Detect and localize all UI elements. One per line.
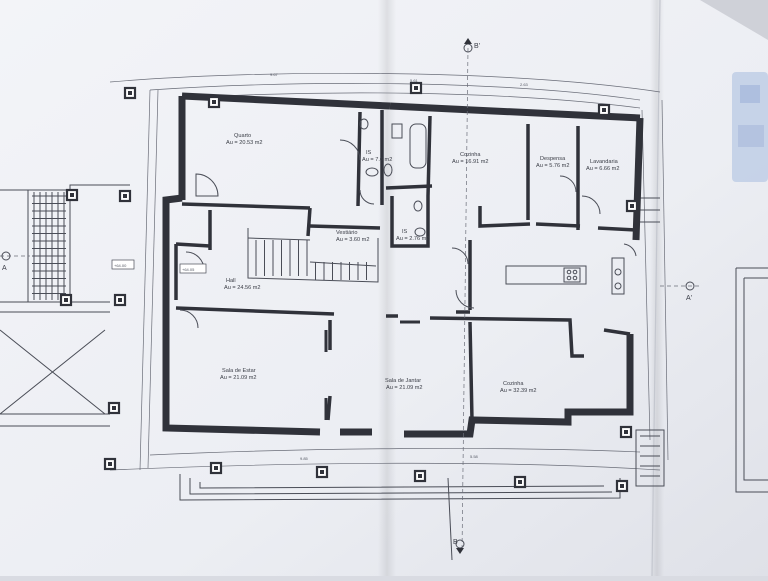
room-area-hall: Au = 24.56 m2 bbox=[224, 285, 261, 291]
room-area-despensa: Au = 5.76 m2 bbox=[536, 163, 569, 169]
section-mark-b-bottom: B bbox=[453, 539, 458, 546]
room-name-hall: Hall bbox=[226, 278, 236, 284]
door-swings bbox=[179, 139, 637, 329]
svg-text:9.67: 9.67 bbox=[270, 72, 279, 77]
column-13 bbox=[619, 425, 633, 439]
column-16 bbox=[597, 103, 611, 117]
room-name-lavandaria: Lavandaria bbox=[590, 159, 619, 165]
blurred-patch-1 bbox=[740, 85, 760, 103]
section-mark-a-right: A' bbox=[686, 295, 692, 302]
columns bbox=[59, 81, 639, 493]
column-7 bbox=[103, 457, 117, 471]
svg-text:2.63: 2.63 bbox=[520, 82, 529, 87]
column-10 bbox=[413, 469, 427, 483]
bathroom-fixtures bbox=[359, 118, 427, 237]
svg-text:5.61: 5.61 bbox=[410, 78, 419, 83]
level-marker-2: +64.05 bbox=[182, 267, 195, 272]
level-marker-1: +64.00 bbox=[114, 263, 127, 268]
room-area-lavandaria: Au = 6.66 m2 bbox=[586, 166, 619, 172]
section-lines bbox=[0, 47, 700, 553]
room-labels: Quarto Au = 20.53 m2 IS Au = 7.6 m2 Cozi… bbox=[220, 133, 619, 394]
background-wall bbox=[700, 0, 768, 40]
paper-fold-right bbox=[650, 0, 664, 576]
kitchen-counter bbox=[505, 257, 625, 295]
room-area-cozinha-1: Au = 16.91 m2 bbox=[452, 159, 489, 165]
room-name-sala-estar: Sala de Estar bbox=[222, 368, 256, 374]
column-5 bbox=[113, 293, 127, 307]
section-marks: B' B A A' bbox=[1, 38, 695, 554]
room-area-sala-estar: Au = 21.09 m2 bbox=[220, 375, 257, 381]
room-area-vestiario: Au = 3.60 m2 bbox=[336, 237, 369, 243]
column-15 bbox=[409, 81, 423, 95]
column-1 bbox=[123, 86, 137, 100]
svg-text:9.85: 9.85 bbox=[300, 456, 309, 461]
room-area-quarto: Au = 20.53 m2 bbox=[226, 140, 263, 146]
room-name-quarto: Quarto bbox=[234, 133, 251, 139]
room-name-despensa: Despensa bbox=[540, 156, 566, 162]
room-area-is-2: Au = 2.76 m2 bbox=[396, 236, 429, 242]
room-name-vestiario: Vestiário bbox=[336, 230, 357, 236]
column-3 bbox=[118, 189, 132, 203]
svg-text:5.58: 5.58 bbox=[470, 454, 479, 459]
fold-crease-right bbox=[651, 0, 661, 577]
room-name-cozinha-2: Cozinha bbox=[503, 381, 524, 387]
column-4 bbox=[59, 293, 73, 307]
column-2 bbox=[65, 188, 79, 202]
interior-staircase bbox=[247, 228, 379, 283]
column-9 bbox=[315, 465, 329, 479]
column-11 bbox=[513, 475, 527, 489]
blurred-patch-2 bbox=[738, 125, 764, 147]
column-14 bbox=[207, 95, 221, 109]
room-area-sala-jantar: Au = 21.09 m2 bbox=[386, 385, 423, 391]
exterior-stair-right bbox=[635, 197, 665, 487]
windows bbox=[324, 320, 420, 420]
level-markers: +64.00 +64.05 bbox=[111, 259, 207, 274]
column-17 bbox=[625, 199, 639, 213]
interior-walls bbox=[174, 110, 637, 421]
room-name-sala-jantar: Sala de Jantar bbox=[385, 378, 421, 384]
room-name-is-2: IS bbox=[402, 229, 408, 235]
room-name-is-1: IS bbox=[366, 150, 372, 156]
room-area-is-1: Au = 7.6 m2 bbox=[362, 157, 392, 163]
column-6 bbox=[107, 401, 121, 415]
section-mark-b-top: B' bbox=[474, 43, 480, 50]
column-12 bbox=[615, 479, 629, 493]
room-area-cozinha-2: Au = 32.39 m2 bbox=[500, 388, 537, 394]
room-name-cozinha-1: Cozinha bbox=[460, 152, 481, 158]
paper-fold-center bbox=[378, 0, 396, 576]
section-mark-a-left: A bbox=[2, 265, 7, 272]
pool-outline bbox=[735, 267, 768, 493]
column-8 bbox=[209, 461, 223, 475]
exterior-stair-left bbox=[0, 184, 130, 427]
